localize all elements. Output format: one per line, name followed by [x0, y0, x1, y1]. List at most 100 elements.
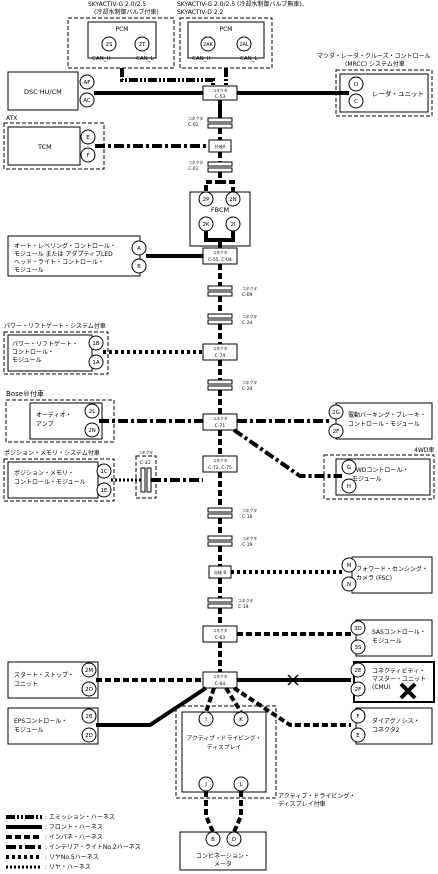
wire-pcm-left	[120, 68, 215, 86]
legend-item-interior: : インテリア・ライトNo.2ハーネス	[6, 842, 141, 851]
dsc-module	[7, 71, 79, 111]
connector-label: コネクタ	[138, 450, 153, 455]
epb-pin-2g	[328, 404, 344, 420]
connector-label: コネクタ	[212, 346, 227, 351]
memory-name: コントロール・モジュール	[14, 479, 86, 486]
radar-pin-d	[348, 76, 364, 92]
connector-c24-mate	[207, 319, 233, 325]
adas-name: アクティブ・ドライビング・	[187, 734, 262, 742]
liftgate-name: コントロール・	[12, 349, 54, 356]
connector-code: C-24	[242, 386, 253, 392]
cmu-module	[353, 661, 435, 703]
leveling-pin-b	[131, 258, 147, 274]
liftgate-name: モジュール	[12, 357, 42, 364]
eps-pin-2b	[81, 708, 97, 724]
dsc-name: DSC HU/CM	[24, 88, 62, 96]
legend-label: : フロント・ハーネス	[45, 824, 103, 831]
adas-note: アクティブ・ドライビング・	[278, 792, 355, 800]
connector-c01-mate	[207, 123, 233, 129]
pcm-right-pin-2ak	[200, 36, 216, 52]
joint-label: 分岐A	[214, 143, 225, 150]
pin-label: 3D	[354, 626, 362, 632]
fault-x-icon	[399, 682, 417, 700]
leveling-pin-a	[131, 240, 147, 256]
can-h-label: CAN_H	[92, 56, 111, 62]
connector-c24b	[207, 379, 233, 385]
c31-variant-frame	[135, 455, 157, 499]
connector-code: C-53	[215, 94, 226, 100]
pin-label: J	[204, 782, 207, 788]
connector-label: コネクタ	[242, 314, 257, 319]
wire-awd	[232, 428, 342, 478]
pin-label: 2B	[85, 714, 92, 720]
pin-label: D	[232, 837, 236, 843]
cmu-name: マスター・ユニット	[372, 675, 426, 683]
break-x-icon	[287, 674, 299, 686]
awd-pin-h	[341, 478, 357, 494]
connector-code: C-09	[242, 292, 253, 298]
tcm-pin-e	[80, 129, 96, 145]
pin-label: 2I	[230, 222, 235, 228]
connector-code: C-63	[215, 635, 226, 641]
pin-label: A	[137, 246, 141, 252]
wire-fbcm-in	[204, 172, 235, 192]
can-l-label: CAN_L	[240, 56, 258, 62]
connector-code: C-24	[242, 320, 253, 326]
connector-code: C-71	[215, 423, 226, 429]
pin-label: K	[239, 717, 243, 723]
cmu-pin-2e	[350, 662, 366, 678]
audio-name: アンプ	[36, 421, 54, 428]
dlc-name: ダイアグノシス・	[372, 717, 420, 725]
legend-label: : エミッション・ハーネス	[45, 814, 115, 821]
legend-swatch	[6, 844, 42, 849]
adas-pin-i	[198, 711, 214, 727]
connector-label: コネクタ	[212, 88, 227, 93]
pcm-left-pin-2s	[101, 36, 117, 52]
pin-label: 2N	[229, 197, 237, 203]
epb-name: 電動パーキング・ブレーキ・	[348, 411, 426, 419]
fbcm-name: FBCM	[211, 206, 229, 214]
wire-dlc	[232, 686, 351, 727]
wire-meter	[204, 791, 243, 833]
connector-label: コネクタ	[242, 508, 257, 513]
radar-pin-c	[348, 93, 364, 109]
pin-label: 2F	[355, 687, 362, 693]
connector-c19b	[207, 597, 233, 603]
wire-fbcm-out	[204, 231, 235, 248]
pin-label: G	[347, 465, 351, 471]
pcm-left-name: PCM	[116, 26, 129, 33]
connector-c01b-mate	[207, 167, 233, 173]
liftgate-name: パワー・リフトゲート・	[12, 340, 78, 348]
connector-code: C-74	[215, 353, 226, 359]
connector-code: C-16	[242, 514, 253, 520]
pcm-right-module	[187, 21, 265, 59]
memory-note: ポジション・メモリ・システム付車	[4, 449, 100, 457]
liftgate-pin-1b	[88, 335, 104, 351]
pin-label: 1A	[92, 360, 99, 366]
legend-item-rear: : リヤ・ハーネス	[6, 862, 91, 871]
connector-c24	[207, 313, 233, 319]
pin-label: 3S	[355, 645, 362, 651]
pin-label: 2N	[88, 428, 96, 434]
startstop-name: スタート・ストップ・	[14, 671, 74, 679]
can-h-label: CAN_H	[192, 56, 211, 62]
dlc-pin-f	[350, 708, 366, 724]
startstop-pin-2o	[81, 681, 97, 697]
wire-eps	[96, 686, 208, 727]
meter-name: コンビネーション・	[196, 852, 250, 860]
legend-swatch	[6, 865, 42, 868]
leveling-module	[7, 235, 141, 277]
audio-name: オーディオ・	[36, 411, 72, 419]
sas-pin-3s	[350, 639, 366, 655]
mrcc-note: マツダ・レーダ・クルーズ・コントロール	[317, 52, 431, 60]
pcm-left-note: SKYACTIV-G 2.0/2.5	[88, 1, 146, 8]
connector-c16-mate	[207, 513, 233, 519]
startstop-name: ユニット	[14, 681, 38, 688]
liftgate-module	[7, 334, 93, 372]
pin-label: 2F	[333, 429, 340, 435]
pin-label: L	[239, 782, 243, 788]
wire-adas-in	[204, 686, 243, 714]
pin-label: F	[356, 714, 359, 720]
connector-code: C-55, C-04	[208, 257, 232, 263]
adas-module	[181, 711, 267, 793]
